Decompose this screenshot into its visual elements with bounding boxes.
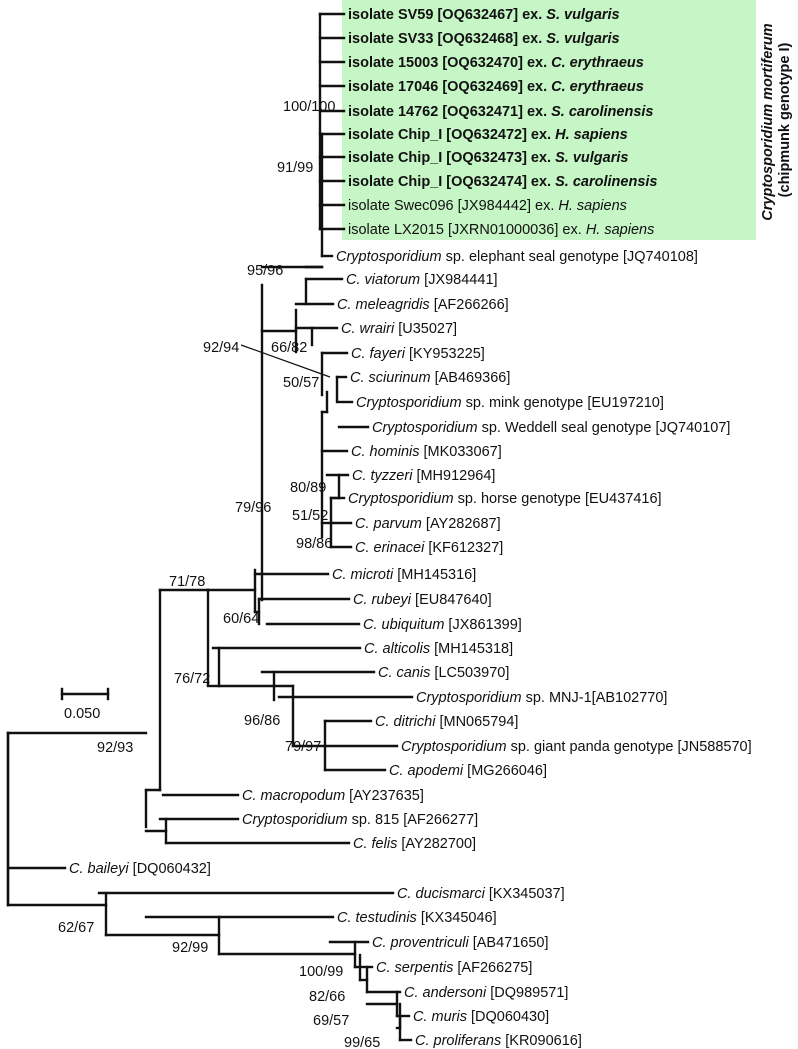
scale-bar: 0.050 — [60, 687, 110, 722]
taxon-label: Cryptosporidium sp. mink genotype [EU197… — [356, 395, 664, 411]
taxon-label: C. parvum [AY282687] — [355, 516, 501, 532]
bootstrap-value: 80/89 — [290, 480, 326, 496]
tree-branches — [6, 12, 414, 1042]
bootstrap-value: 92/99 — [172, 940, 208, 956]
bootstrap-value: 50/57 — [283, 375, 319, 391]
bootstrap-value: 66/82 — [271, 340, 307, 356]
taxon-label: isolate 17046 [OQ632469] ex. C. erythrae… — [348, 79, 644, 95]
clade-title-line2: (chipmunk genotype I) — [777, 42, 793, 197]
pointer-line — [240, 344, 331, 378]
taxon-labels: isolate SV59 [OQ632467] ex. S. vulgaris i… — [69, 7, 752, 1049]
taxon-label: Cryptosporidium sp. 815 [AF266277] — [242, 812, 478, 828]
taxon-label: isolate 14762 [OQ632471] ex. S. caroline… — [348, 104, 654, 120]
taxon-label: C. apodemi [MG266046] — [389, 763, 547, 779]
taxon-label: isolate SV59 [OQ632467] ex. S. vulgaris — [348, 7, 620, 23]
bootstrap-value: 62/67 — [58, 920, 94, 936]
taxon-label: C. viatorum [JX984441] — [346, 272, 498, 288]
taxon-label: Cryptosporidium sp. MNJ-1[AB102770] — [416, 690, 667, 706]
taxon-label: C. sciurinum [AB469366] — [350, 370, 510, 386]
taxon-label: isolate Chip_I [OQ632472] ex. H. sapiens — [348, 127, 628, 143]
bootstrap-value: 95/96 — [247, 263, 283, 279]
taxon-label: C. proventriculi [AB471650] — [372, 935, 549, 951]
taxon-label: C. proliferans [KR090616] — [415, 1033, 582, 1049]
clade-highlight-box — [342, 0, 756, 240]
taxon-label: isolate Swec096 [JX984442] ex. H. sapien… — [348, 198, 627, 214]
clade-title: Cryptosporidium mortiferum (chipmunk gen… — [760, 19, 793, 220]
taxon-label: C. felis [AY282700] — [353, 836, 476, 852]
bootstrap-value: 92/93 — [97, 740, 133, 756]
bootstrap-value: 79/97 — [285, 739, 321, 755]
bootstrap-value: 51/52 — [292, 508, 328, 524]
taxon-label: Cryptosporidium sp. giant panda genotype… — [401, 739, 752, 755]
taxon-label: C. macropodum [AY237635] — [242, 788, 424, 804]
taxon-label: isolate LX2015 [JXRN01000036] ex. H. sap… — [348, 222, 654, 238]
bootstrap-labels: 100/100 91/99 95/96 92/94 66/82 50/57 80/89 51/… — [58, 99, 380, 1049]
taxon-label: C. microti [MH145316] — [332, 567, 476, 583]
taxon-label: C. rubeyi [EU847640] — [353, 592, 492, 608]
taxon-label: isolate SV33 [OQ632468] ex. S. vulgaris — [348, 31, 620, 47]
clade-title-line1: Cryptosporidium mortiferum — [760, 23, 776, 220]
taxon-label: C. ducismarci [KX345037] — [397, 886, 565, 902]
taxon-label: C. hominis [MK033067] — [351, 444, 502, 460]
taxon-label: isolate Chip_I [OQ632474] ex. S. carolin… — [348, 174, 657, 190]
taxon-label: Cryptosporidium sp. horse genotype [EU43… — [348, 491, 662, 507]
taxon-label: C. baileyi [DQ060432] — [69, 861, 211, 877]
bootstrap-value: 96/86 — [244, 713, 280, 729]
taxon-label: C. muris [DQ060430] — [413, 1009, 549, 1025]
taxon-label: C. ubiquitum [JX861399] — [363, 617, 522, 633]
scale-label: 0.050 — [64, 706, 100, 722]
taxon-label: C. erinacei [KF612327] — [355, 540, 503, 556]
taxon-label: C. andersoni [DQ989571] — [404, 985, 568, 1001]
bootstrap-value: 60/64 — [223, 611, 259, 627]
taxon-label: Cryptosporidium sp. elephant seal genoty… — [336, 249, 698, 265]
taxon-label: C. meleagridis [AF266266] — [337, 297, 509, 313]
taxon-label: C. wrairi [U35027] — [341, 321, 457, 337]
bootstrap-value: 69/57 — [313, 1013, 349, 1029]
bootstrap-value: 100/99 — [299, 964, 343, 980]
taxon-label: isolate 15003 [OQ632470] ex. C. erythrae… — [348, 55, 644, 71]
bootstrap-value: 99/65 — [344, 1035, 380, 1049]
taxon-label: C. ditrichi [MN065794] — [375, 714, 518, 730]
taxon-label: C. alticolis [MH145318] — [364, 641, 513, 657]
taxon-label: isolate Chip_I [OQ632473] ex. S. vulgari… — [348, 150, 628, 166]
taxon-label: Cryptosporidium sp. Weddell seal genotyp… — [372, 420, 730, 436]
taxon-label: C. canis [LC503970] — [378, 665, 509, 681]
taxon-label: C. serpentis [AF266275] — [376, 960, 532, 976]
bootstrap-value: 92/94 — [203, 340, 239, 356]
taxon-label: C. tyzzeri [MH912964] — [352, 468, 495, 484]
bootstrap-value: 71/78 — [169, 574, 205, 590]
taxon-label: C. fayeri [KY953225] — [351, 346, 485, 362]
bootstrap-value: 76/72 — [174, 671, 210, 687]
bootstrap-value: 98/86 — [296, 536, 332, 552]
taxon-label: C. testudinis [KX345046] — [337, 910, 497, 926]
bootstrap-value: 82/66 — [309, 989, 345, 1005]
bootstrap-value: 100/100 — [283, 99, 335, 115]
bootstrap-value: 91/99 — [277, 160, 313, 176]
bootstrap-value: 79/96 — [235, 500, 271, 516]
